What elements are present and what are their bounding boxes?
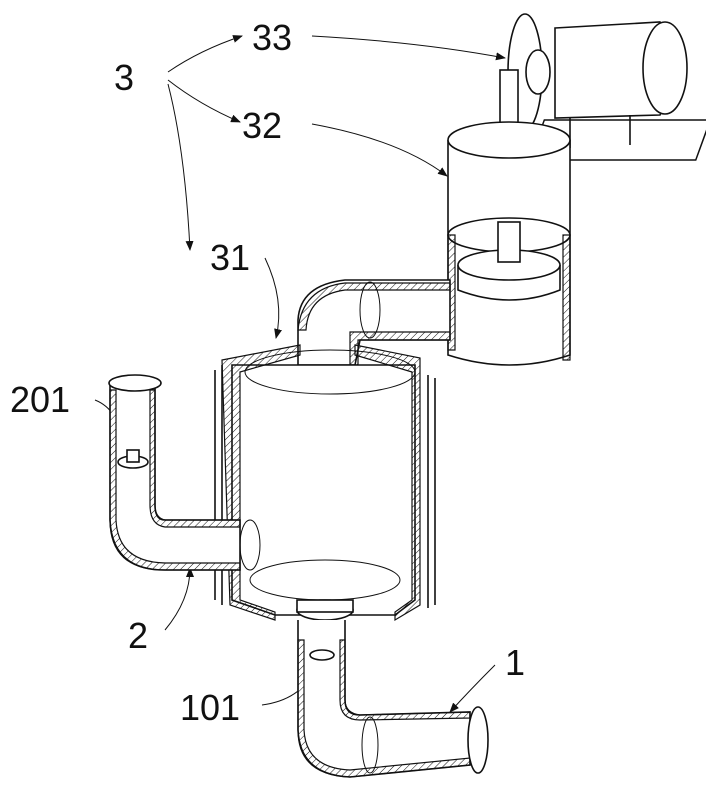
label-101: 101	[180, 687, 241, 728]
piston-cylinder	[447, 121, 571, 366]
main-vessel	[214, 344, 436, 622]
motor	[499, 13, 706, 161]
inlet-pipe	[108, 374, 261, 571]
label-2: 2	[128, 615, 149, 656]
label-1: 1	[505, 642, 526, 683]
leader-lines	[94, 35, 506, 713]
label-33: 33	[252, 17, 293, 58]
label-31: 31	[210, 237, 251, 278]
label-201: 201	[10, 379, 71, 420]
label-3: 3	[114, 57, 135, 98]
outlet-pipe	[296, 599, 489, 778]
label-32: 32	[242, 105, 283, 146]
connecting-pipe	[297, 279, 451, 366]
